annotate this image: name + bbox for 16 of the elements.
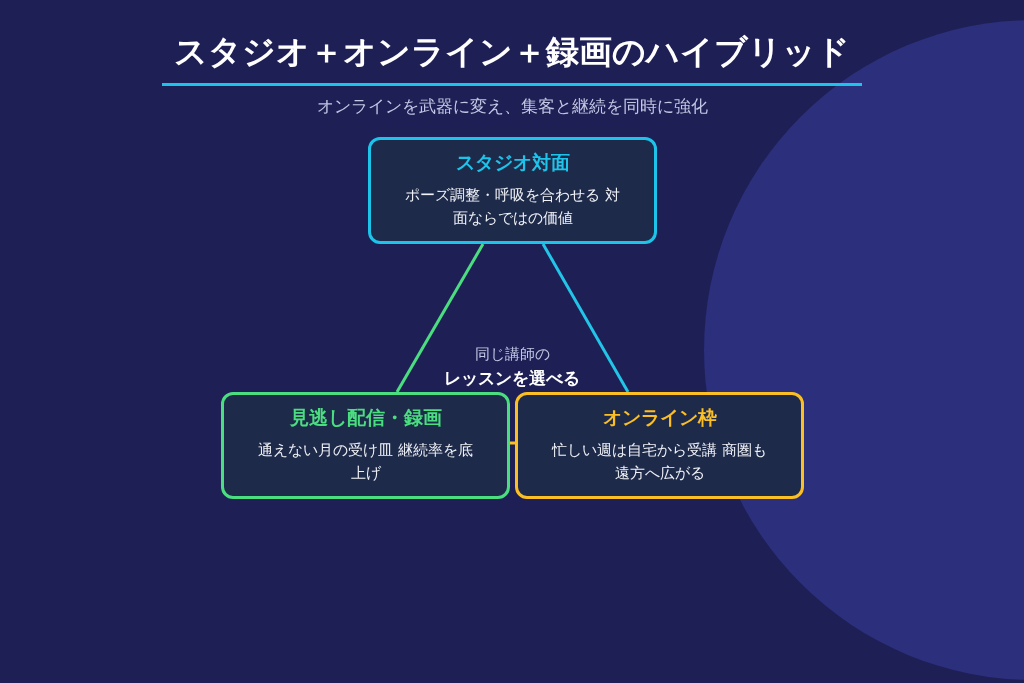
card-description: 通えない月の受け皿 継続率を底上げ	[257, 441, 474, 483]
center-label: 同じ講師の	[473, 345, 551, 364]
card-heading: オンライン枠	[602, 405, 717, 430]
connector-line	[510, 441, 515, 445]
feature-card	[368, 137, 657, 244]
connector-line	[541, 243, 630, 393]
title: スタジオ＋オンライン＋録画のハイブリッド	[173, 31, 851, 73]
feature-card	[221, 392, 510, 499]
card-heading: 見逃し配信・録画	[289, 405, 442, 430]
card-heading: スタジオ対面	[455, 150, 570, 175]
card-description: ポーズ調整・呼吸を合わせる 対面ならではの価値	[404, 186, 621, 228]
connector-line	[395, 243, 485, 393]
subtitle: オンラインを武器に変え、集客と継続を同時に強化	[315, 95, 709, 118]
center-label-emphasis: レッスンを選べる	[443, 367, 581, 390]
feature-card	[515, 392, 804, 499]
card-description: 忙しい週は自宅から受講 商圏も遠方へ広がる	[550, 441, 768, 483]
